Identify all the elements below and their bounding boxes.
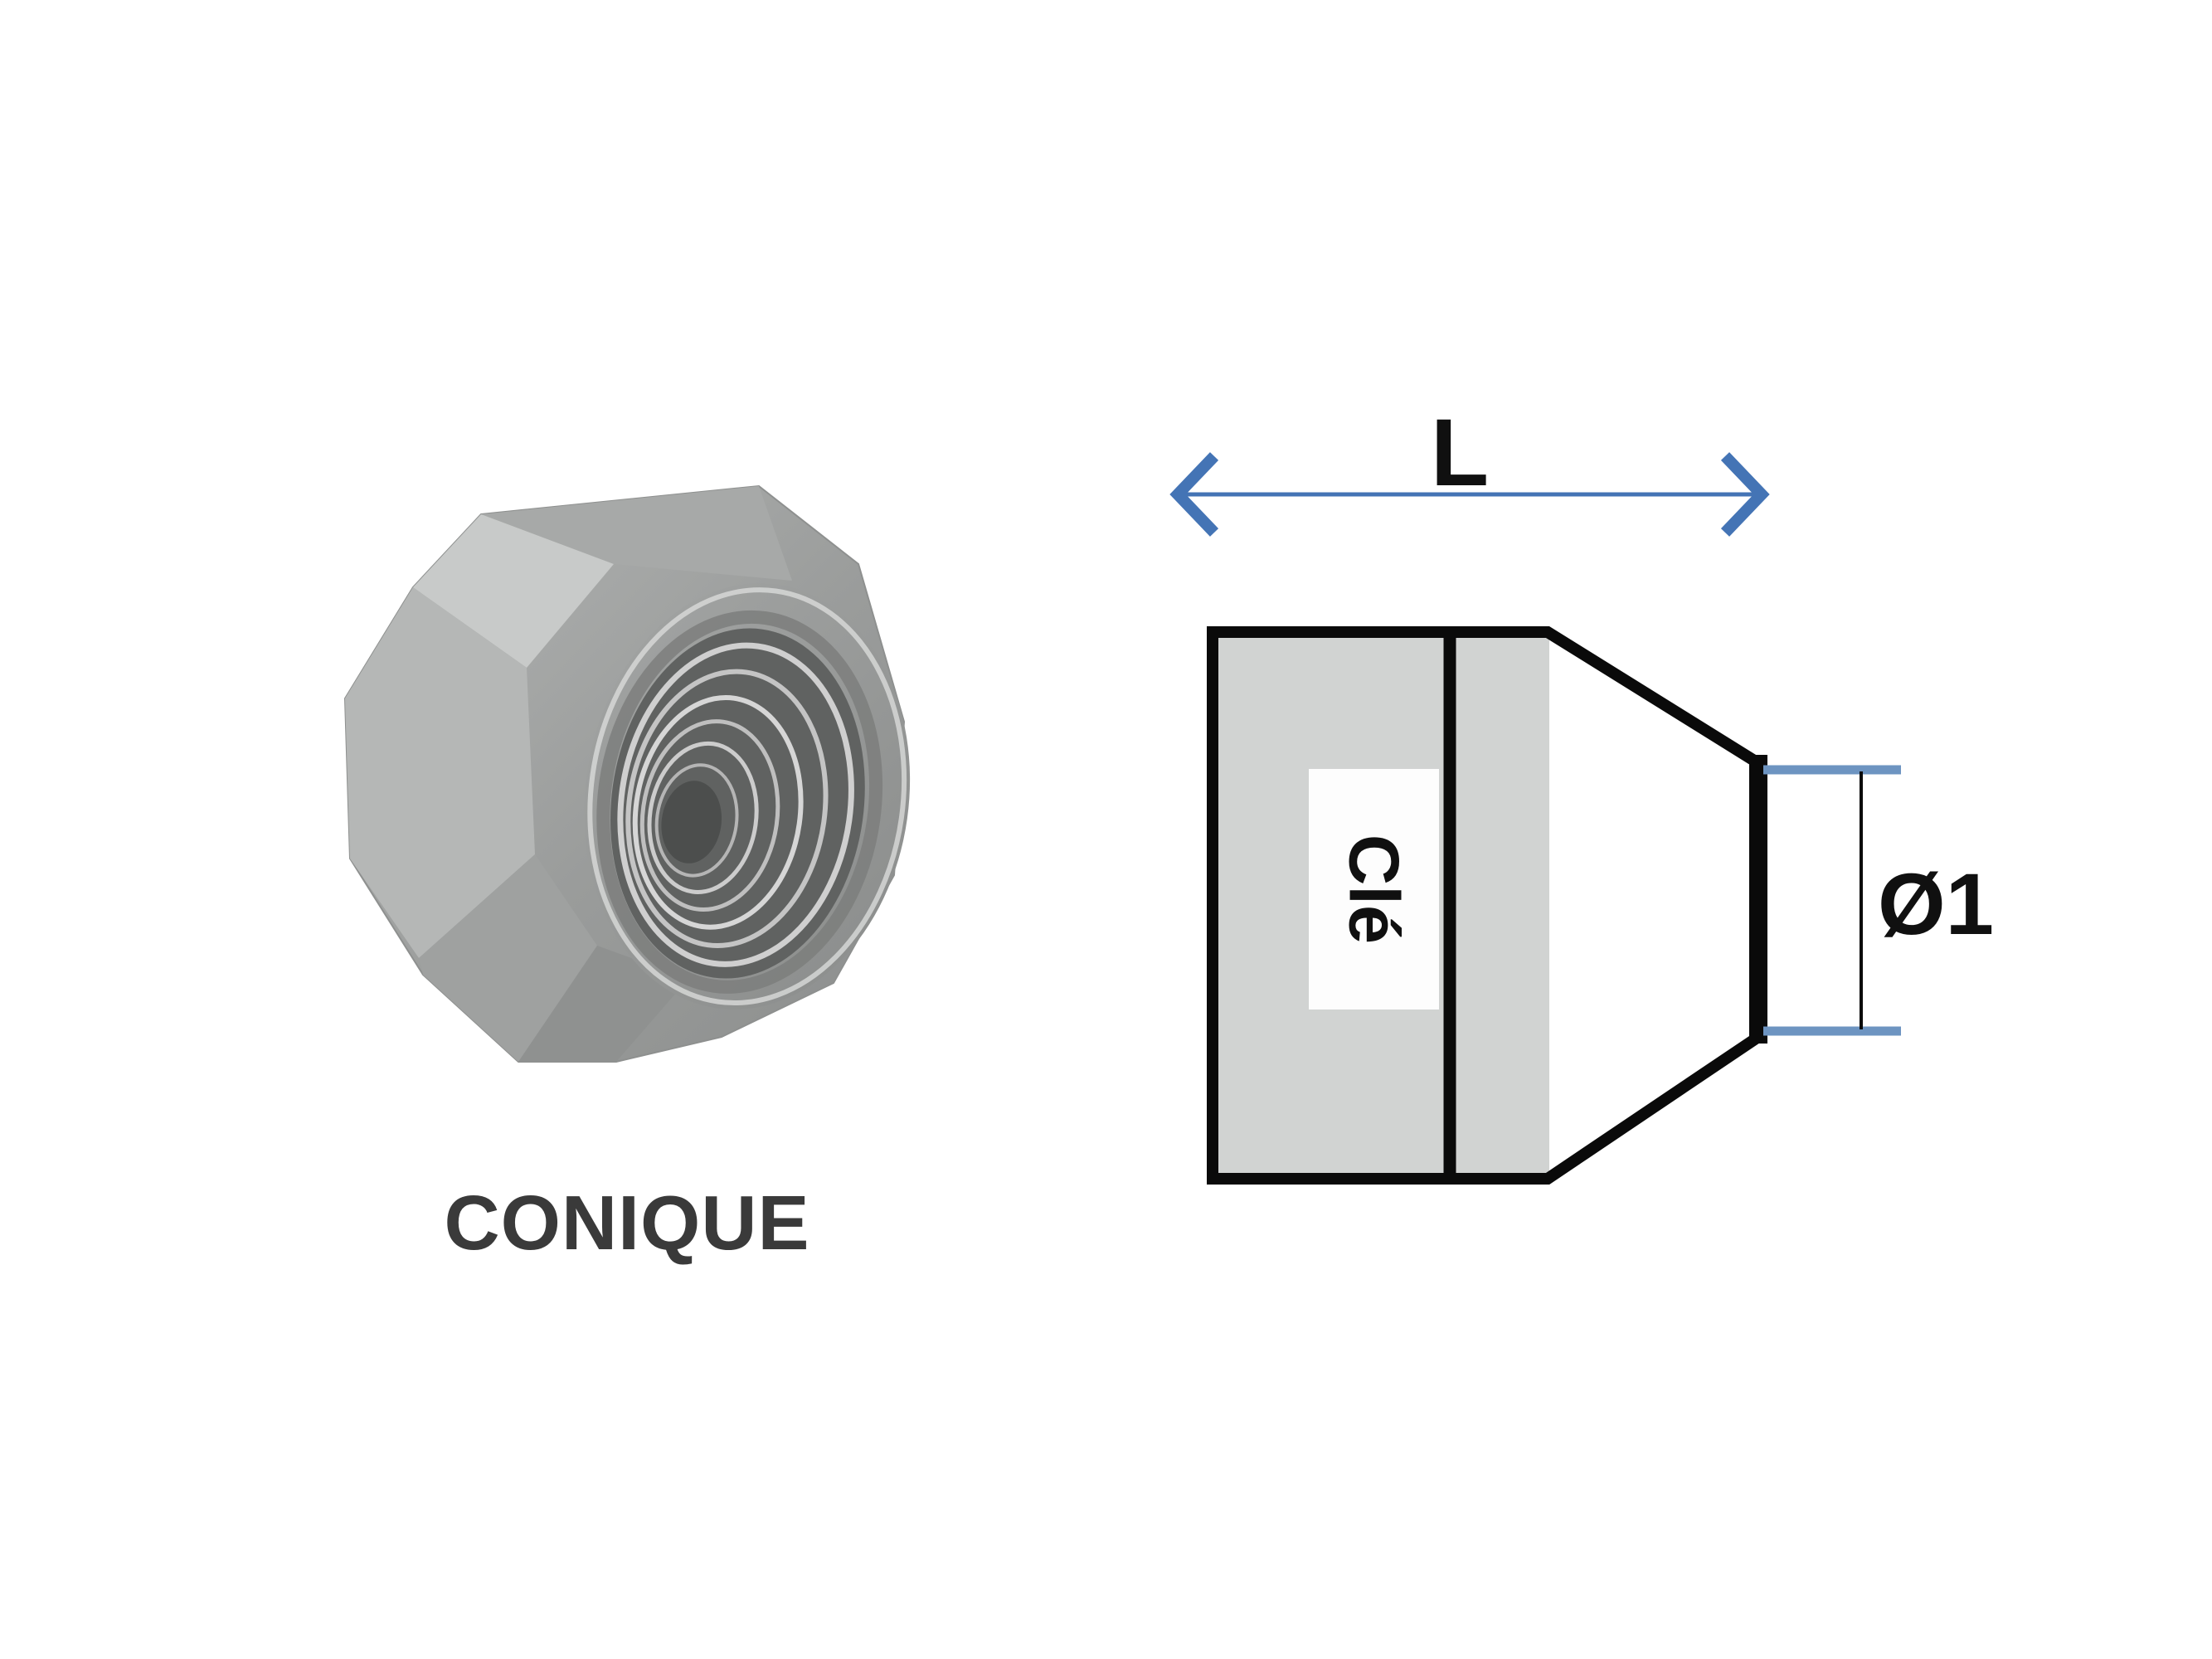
length-label: L [1431,400,1489,506]
cone-section-fill [1549,628,1758,1183]
nut-facet-bottom [518,946,688,1062]
thread-ring [639,719,780,912]
thread-ring [632,695,804,930]
nut-facet-left [345,587,535,958]
thread-ring [617,642,854,967]
technical-drawing: L Clé Ø1 [1169,400,1994,1185]
arrow-left-icon [1169,452,1219,537]
thread-ring [654,763,739,878]
nut-facet-top-left [413,514,614,668]
nut-facet-bottom-left [419,854,597,1062]
nut-rim-highlight [587,587,907,1005]
nut-bore-shadow [596,610,883,994]
nut-bore-hole [661,781,722,864]
tip-diameter-label: Ø1 [1878,856,1994,953]
thread-ring [625,669,829,949]
thread-ring [647,741,759,894]
nut-facet-top [481,486,792,581]
wrench-label-box [1309,769,1439,1010]
arrow-right-icon [1720,452,1770,537]
wrench-flat-label: Clé [1334,834,1413,944]
photo-caption: CONIQUE [444,1180,810,1266]
nut-photo [343,484,911,1063]
